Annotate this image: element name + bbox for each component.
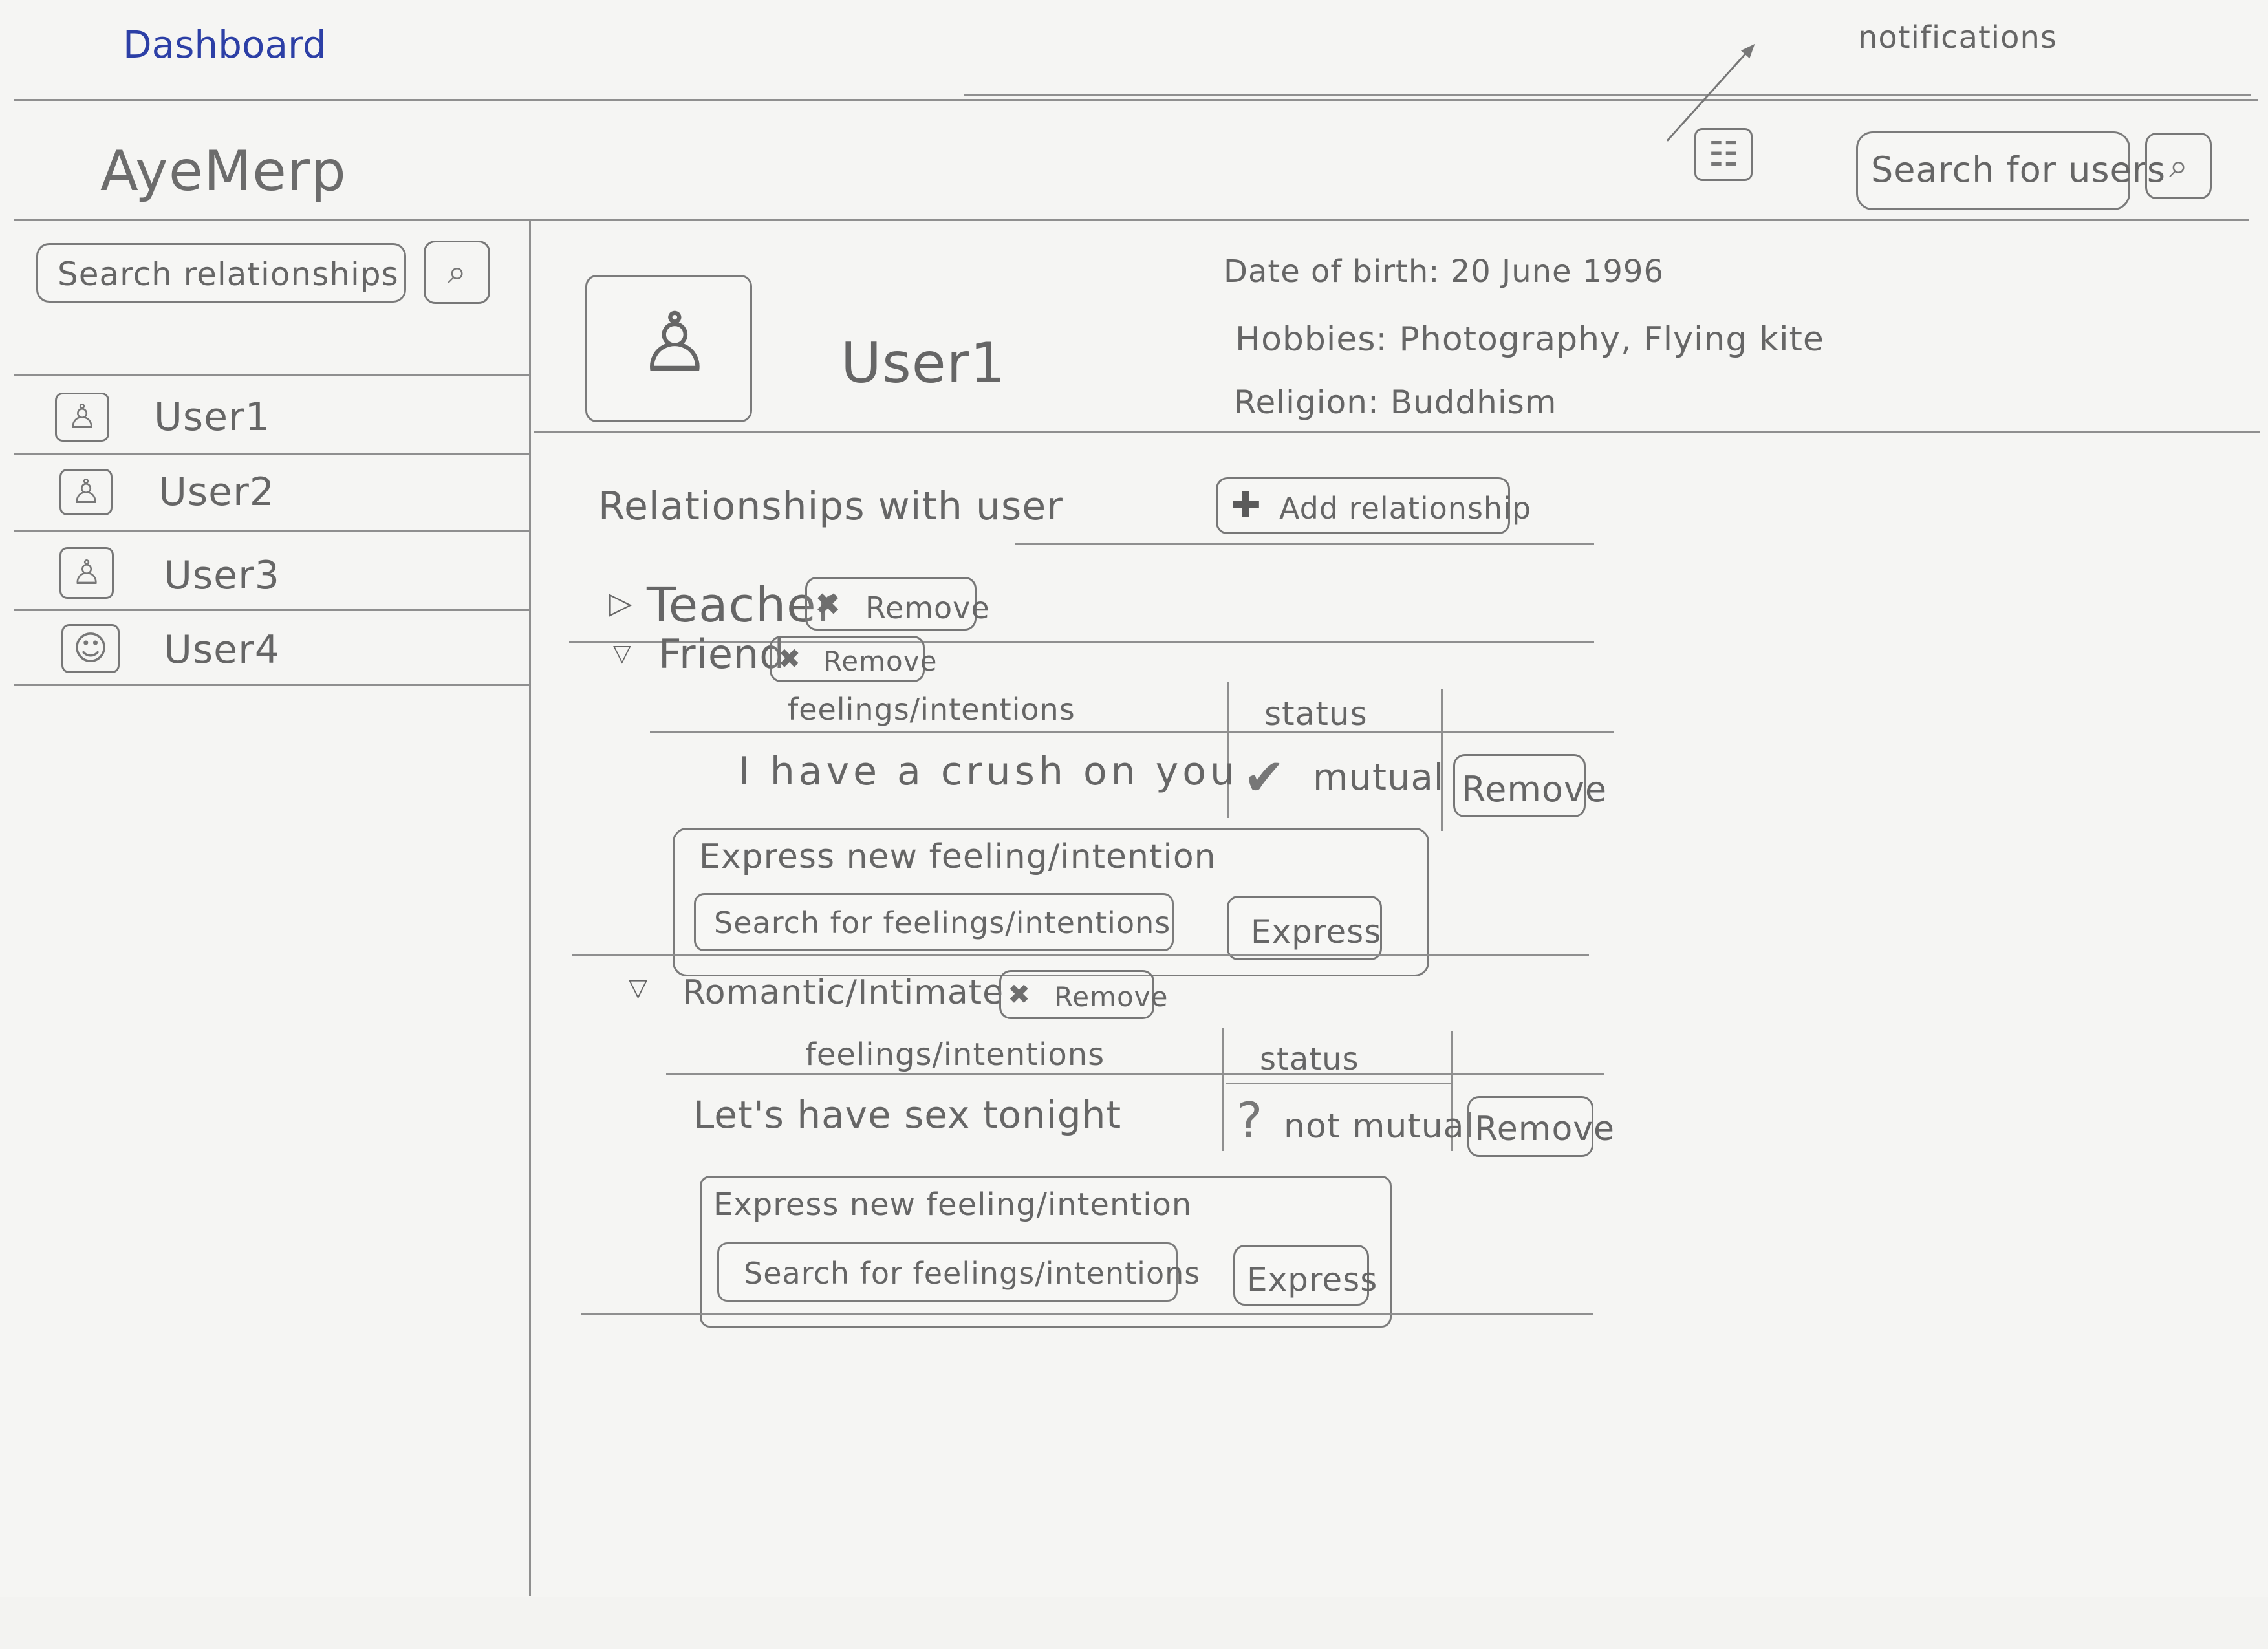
- avatar-icon: ♙: [70, 473, 102, 512]
- user-avatar-icon: ♙: [59, 469, 113, 515]
- sidebar-divider-2: [14, 453, 530, 455]
- sidebar-divider-4: [14, 609, 530, 611]
- romantic-row-text: Let's have sex tonight: [693, 1093, 1122, 1137]
- remove-label: Remove: [865, 590, 990, 625]
- search-users-input[interactable]: Search for users: [1856, 131, 2165, 210]
- express-label: Express: [1251, 913, 1382, 951]
- sidebar-item-label: User1: [154, 394, 270, 440]
- romantic-header-feelings: feelings/intentions: [805, 1037, 1105, 1073]
- romantic-status-text: not mutual: [1284, 1107, 1474, 1146]
- not-mutual-question-icon: ?: [1237, 1092, 1263, 1149]
- mutual-check-icon: ✔: [1243, 749, 1286, 807]
- romantic-header-status: status: [1260, 1041, 1359, 1077]
- romantic-section-divider: [581, 1313, 1593, 1315]
- friend-header-feelings: feelings/intentions: [788, 692, 1075, 727]
- search-relationships-button[interactable]: ⌕: [424, 241, 490, 304]
- remove-teacher-button[interactable]: ✖ Remove: [805, 577, 989, 630]
- user-avatar-icon: ☺: [61, 624, 120, 673]
- expand-romantic-icon[interactable]: ▽: [629, 973, 648, 1002]
- friend-row-text: I have a crush on you: [739, 749, 1238, 794]
- relationships-header-divider: [1015, 543, 1594, 545]
- remove-label: Remove: [823, 645, 938, 677]
- friend-express-button[interactable]: Express: [1227, 896, 1382, 960]
- profile-name: User1: [841, 331, 1006, 396]
- relationship-label-romantic: Romantic/Intimate: [682, 973, 1004, 1012]
- expand-friend-icon[interactable]: ▽: [613, 640, 631, 667]
- remove-icon: ✖: [815, 587, 841, 623]
- remove-romantic-button[interactable]: ✖ Remove: [999, 970, 1167, 1019]
- romantic-table-status-line: [1226, 1083, 1452, 1084]
- remove-icon: ✖: [1008, 978, 1031, 1010]
- sidebar-divider-5: [14, 684, 530, 686]
- add-relationship-button[interactable]: ✚ Add relationship: [1216, 477, 1531, 534]
- sidebar-item-label: User2: [158, 469, 275, 515]
- profile-avatar-icon: ♙: [638, 295, 712, 391]
- notifications-button[interactable]: ☷: [1694, 128, 1753, 181]
- search-relationships-placeholder: Search relationships: [58, 255, 399, 293]
- search-icon: ⌕: [2168, 146, 2188, 186]
- romantic-express-title: Express new feeling/intention: [713, 1187, 1193, 1223]
- romantic-express-button[interactable]: Express: [1233, 1245, 1377, 1306]
- romantic-table-column-2: [1451, 1031, 1453, 1151]
- user-avatar-icon: ♙: [59, 547, 114, 599]
- romantic-row-remove-button[interactable]: Remove: [1467, 1096, 1614, 1157]
- relationships-title: Relationships with user: [598, 484, 1063, 529]
- friend-express-search-input[interactable]: Search for feelings/intentions: [694, 893, 1174, 951]
- sidebar-top-divider: [14, 219, 2249, 221]
- friend-status-text: mutual: [1313, 757, 1445, 799]
- top-thin-divider: [964, 94, 2251, 96]
- profile-avatar: ♙: [585, 275, 752, 422]
- remove-friend-button[interactable]: ✖ Remove: [770, 636, 936, 682]
- header-divider: [14, 99, 2258, 101]
- friend-table-header-line: [650, 731, 1614, 733]
- search-users-button[interactable]: ⌕: [2145, 133, 2212, 199]
- remove-label: Remove: [1054, 981, 1169, 1013]
- sidebar-divider-1: [14, 374, 530, 376]
- sidebar-divider-3: [14, 530, 530, 532]
- friend-table-column-2: [1441, 689, 1443, 831]
- friend-table-column-1: [1227, 682, 1229, 818]
- romantic-express-placeholder: Search for feelings/intentions: [744, 1256, 1201, 1291]
- user-avatar-icon: ♙: [55, 393, 109, 442]
- avatar-icon: ♙: [71, 554, 102, 592]
- search-users-placeholder: Search for users: [1871, 149, 2166, 190]
- hobbies: Hobbies: Photography, Flying kite: [1235, 320, 1824, 359]
- sidebar-item-label: User3: [164, 553, 280, 598]
- friend-express-placeholder: Search for feelings/intentions: [714, 905, 1171, 940]
- expand-teacher-icon[interactable]: ▷: [609, 585, 632, 620]
- friend-header-status: status: [1264, 695, 1368, 733]
- friend-express-title: Express new feeling/intention: [699, 837, 1216, 876]
- relationship-label-teacher: Teacher: [647, 577, 837, 633]
- relationship-label-friend: Friend: [658, 630, 786, 678]
- search-relationships-input[interactable]: Search relationships: [36, 243, 406, 303]
- plus-icon: ✚: [1231, 484, 1261, 526]
- sidebar-right-border: [529, 219, 531, 1596]
- paper-canvas: [0, 0, 2268, 1597]
- profile-divider: [534, 431, 2260, 433]
- notifications-label: notifications: [1858, 19, 2057, 56]
- date-of-birth: Date of birth: 20 June 1996: [1224, 253, 1664, 290]
- avatar-icon: ☺: [72, 629, 109, 668]
- remove-label: Remove: [1462, 769, 1608, 810]
- avatar-icon: ♙: [67, 398, 98, 436]
- remove-label: Remove: [1474, 1110, 1615, 1148]
- sidebar-item-label: User4: [164, 627, 280, 673]
- romantic-express-search-input[interactable]: Search for feelings/intentions: [717, 1242, 1200, 1302]
- romantic-table-column-1: [1222, 1028, 1224, 1151]
- teacher-divider: [569, 641, 1594, 643]
- notifications-icon: ☷: [1708, 135, 1739, 174]
- friend-express-panel: Express new feeling/intention Search for…: [673, 828, 1429, 976]
- app-title: AyeMerp: [100, 139, 347, 204]
- add-relationship-label: Add relationship: [1279, 491, 1532, 526]
- friend-section-divider: [572, 954, 1589, 956]
- friend-row-remove-button[interactable]: Remove: [1453, 754, 1606, 817]
- religion: Religion: Buddhism: [1234, 383, 1557, 421]
- romantic-table-header-line: [666, 1073, 1604, 1075]
- dashboard-tab[interactable]: Dashboard: [123, 23, 327, 67]
- romantic-express-panel: Express new feeling/intention Search for…: [700, 1176, 1392, 1328]
- express-label: Express: [1247, 1261, 1378, 1299]
- search-icon: ⌕: [447, 253, 467, 292]
- remove-icon: ✖: [778, 643, 801, 674]
